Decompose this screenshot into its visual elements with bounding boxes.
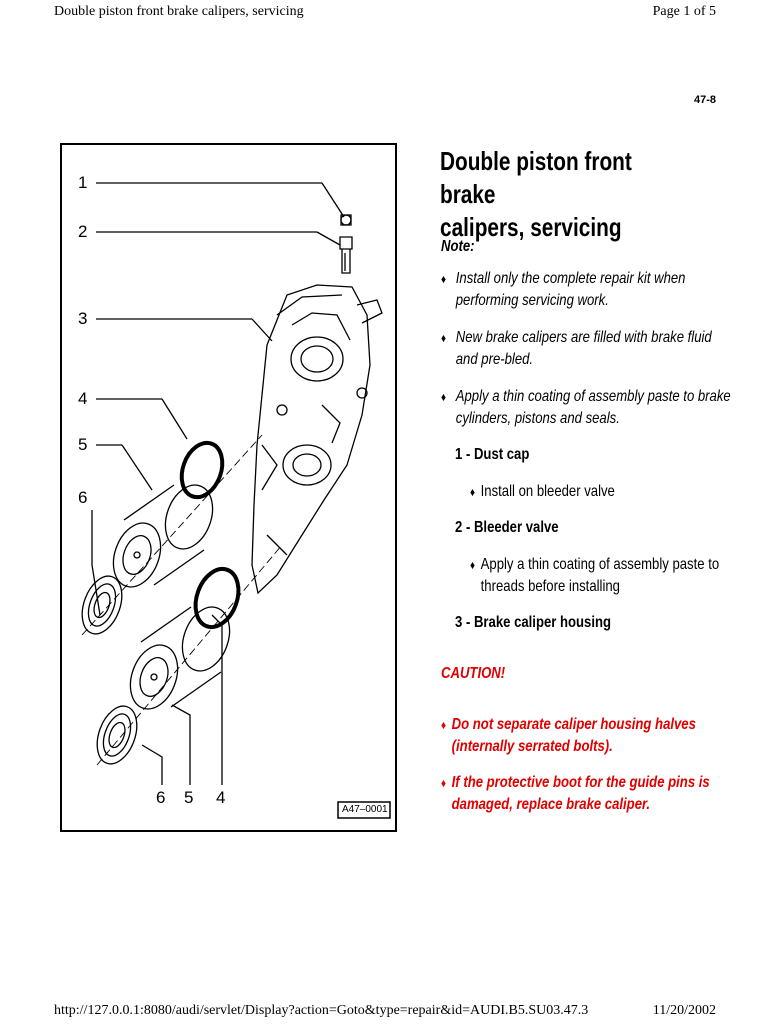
diamond-bullet-icon: ♦ [470, 485, 476, 499]
callout-5: 5 [78, 435, 88, 454]
note-text: and pre-bled. [455, 351, 534, 368]
detail-text: Apply a thin coating of assembly paste t… [480, 556, 720, 573]
page-title: Double piston front brake calipers, serv… [440, 145, 672, 244]
title-line-2: calipers, servicing [440, 212, 622, 242]
footer-url: http://127.0.0.1:8080/audi/servlet/Displ… [54, 1003, 589, 1018]
note-item: ♦ Apply a thin coating of assembly paste … [441, 386, 731, 430]
note-text: Install only the complete repair kit whe… [455, 270, 686, 287]
note-text: performing servicing work. [455, 292, 609, 309]
note-item: ♦ Install only the complete repair kit wh… [441, 268, 685, 312]
note-text: cylinders, pistons and seals. [455, 410, 620, 427]
callout-6-bottom: 6 [156, 788, 166, 807]
caution-text: damaged, replace brake caliper. [451, 796, 651, 813]
diamond-bullet-icon: ♦ [470, 558, 476, 572]
page-code: 47-8 [693, 94, 716, 106]
caution-text: Do not separate caliper housing halves [451, 716, 696, 733]
caution-item: ♦ If the protective boot for the guide pi… [441, 772, 710, 816]
caution-text: (internally serrated bolts). [451, 738, 613, 755]
callout-5-bottom: 5 [184, 788, 194, 807]
item-2-detail: ♦ Apply a thin coating of assembly paste … [470, 554, 719, 598]
callout-6: 6 [78, 488, 88, 507]
item-1-detail: ♦ Install on bleeder valve [470, 481, 615, 503]
item-heading-1: 1 - Dust cap [455, 446, 530, 463]
callout-2: 2 [78, 222, 88, 241]
note-label: Note: [441, 238, 475, 255]
caution-text: If the protective boot for the guide pin… [451, 774, 710, 791]
item-heading-2: 2 - Bleeder valve [455, 519, 559, 536]
callout-4: 4 [78, 389, 88, 408]
diamond-bullet-icon: ♦ [441, 718, 447, 732]
figure-id: A47–0001 [342, 804, 388, 815]
diamond-bullet-icon: ♦ [441, 390, 447, 404]
note-text: Apply a thin coating of assembly paste t… [455, 388, 731, 405]
note-item: ♦ New brake calipers are filled with brak… [441, 327, 712, 371]
footer-date: 11/20/2002 [652, 1003, 716, 1018]
detail-text: threads before installing [480, 578, 620, 595]
detail-text: Install on bleeder valve [480, 483, 615, 500]
diamond-bullet-icon: ♦ [441, 331, 447, 345]
title-line-1: Double piston front brake [440, 146, 632, 209]
diamond-bullet-icon: ♦ [441, 272, 447, 286]
page-number: Page 1 of 5 [652, 4, 716, 19]
note-text: New brake calipers are filled with brake… [455, 329, 712, 346]
callout-1: 1 [78, 173, 88, 192]
page-header-title: Double piston front brake calipers, serv… [54, 4, 304, 19]
callout-4-bottom: 4 [216, 788, 226, 807]
caution-label: CAUTION! [441, 665, 506, 682]
caution-item: ♦Do not separate caliper housing halves … [441, 714, 696, 758]
item-heading-3: 3 - Brake caliper housing [455, 614, 612, 631]
exploded-diagram: 1 2 3 4 5 6 6 5 4 A47–0001 [60, 143, 397, 832]
callout-3: 3 [78, 309, 88, 328]
diamond-bullet-icon: ♦ [441, 776, 447, 790]
caliper-drawing [81, 182, 391, 819]
